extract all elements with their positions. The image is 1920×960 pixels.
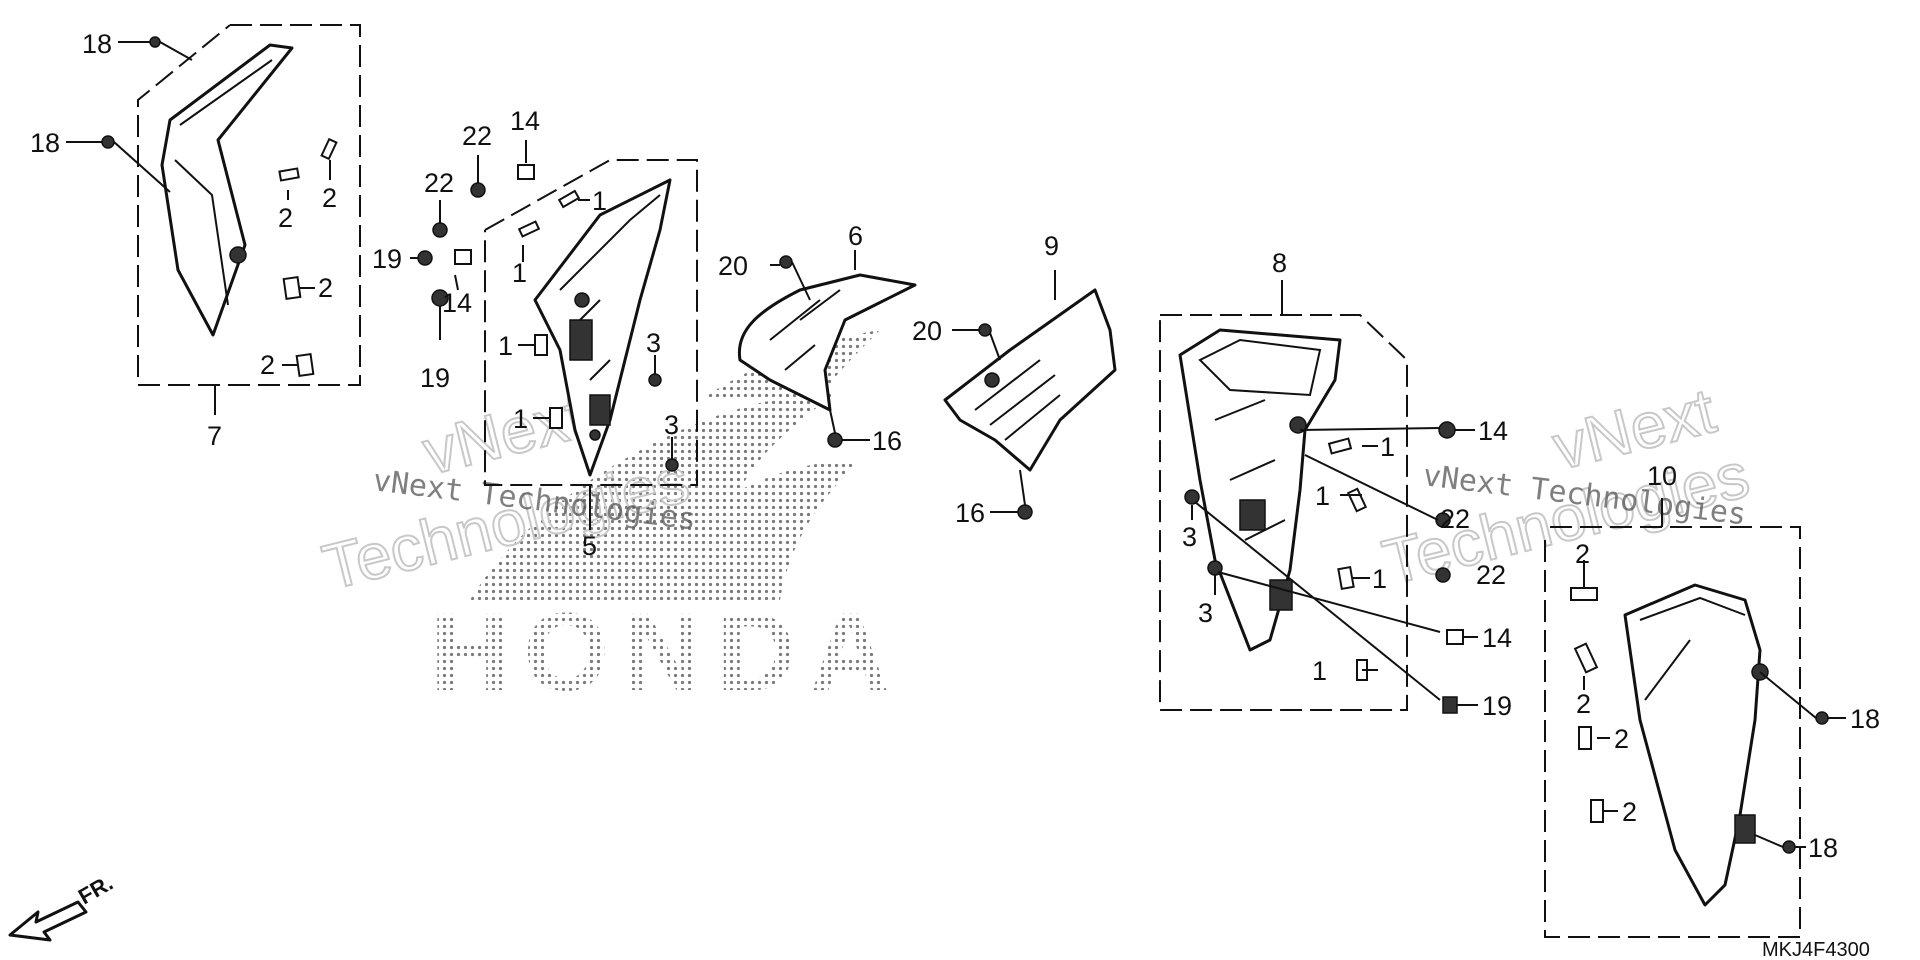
callout-3-b: 3 — [664, 410, 679, 440]
group-5-inner-cover — [417, 159, 698, 530]
callout-20-b: 20 — [912, 316, 942, 346]
group-8-right-inner-cover — [1159, 280, 1464, 714]
callout-7: 7 — [207, 421, 222, 451]
callout-1-g: 1 — [1372, 564, 1387, 594]
callout-18-b: 18 — [30, 128, 60, 158]
callout-18-d: 18 — [1808, 833, 1838, 863]
callout-19-b: 19 — [420, 363, 450, 393]
callout-2-b: 2 — [322, 183, 337, 213]
callout-2-h: 2 — [1622, 797, 1637, 827]
callout-10: 10 — [1647, 461, 1677, 491]
callout-9: 9 — [1044, 231, 1059, 261]
callout-3-d: 3 — [1198, 598, 1213, 628]
callout-3-a: 3 — [646, 328, 661, 358]
callout-2-a: 2 — [278, 203, 293, 233]
honda-logo-text: HONDA — [430, 591, 903, 714]
callout-1-e: 1 — [1380, 432, 1395, 462]
callout-1-b: 1 — [512, 258, 527, 288]
callout-3-c: 3 — [1182, 522, 1197, 552]
inner-cover-panel — [533, 178, 672, 477]
part-6-shroud — [737, 250, 917, 448]
front-arrow-icon — [8, 900, 88, 942]
callout-16-a: 16 — [872, 426, 902, 456]
callout-labels: 18 18 2 2 2 2 7 22 14 22 19 14 19 1 1 1 … — [30, 29, 1880, 863]
callout-19-c: 19 — [1482, 691, 1512, 721]
callout-18-c: 18 — [1850, 704, 1880, 734]
callout-22-b: 22 — [424, 168, 454, 198]
callout-14-c: 14 — [1478, 416, 1508, 446]
left-cover-panel — [160, 43, 294, 337]
callout-22-a: 22 — [462, 121, 492, 151]
callout-19-a: 19 — [372, 244, 402, 274]
callout-2-g: 2 — [1614, 724, 1629, 754]
callout-2-f: 2 — [1576, 689, 1591, 719]
callout-1-d: 1 — [513, 404, 528, 434]
diagram-code: MKJ4F4300 — [1762, 939, 1870, 960]
callout-14-b: 14 — [442, 288, 472, 318]
callout-20-a: 20 — [718, 251, 748, 281]
callout-18-a: 18 — [82, 29, 112, 59]
honda-wing-logo: HONDA — [430, 330, 903, 714]
group-10-right-cover — [1544, 498, 1829, 938]
callout-22-c: 22 — [1440, 504, 1470, 534]
inner-panel — [943, 288, 1117, 472]
callout-14-a: 14 — [510, 106, 540, 136]
callout-2-d: 2 — [260, 350, 275, 380]
callout-1-c: 1 — [498, 331, 513, 361]
callout-14-d: 14 — [1482, 623, 1512, 653]
front-direction-indicator: FR. — [8, 870, 117, 942]
part-9-inner-panel — [943, 270, 1117, 520]
callout-6: 6 — [848, 221, 863, 251]
leader-lines — [66, 41, 1846, 848]
right-cover-panel — [1623, 583, 1762, 907]
callout-22-d: 22 — [1476, 560, 1506, 590]
shroud-panel — [737, 273, 917, 412]
callout-2-e: 2 — [1575, 539, 1590, 569]
callout-5: 5 — [582, 531, 597, 561]
callout-16-b: 16 — [955, 498, 985, 528]
callout-1-h: 1 — [1312, 656, 1327, 686]
callout-8: 8 — [1272, 248, 1287, 278]
group-7-left-cover — [101, 24, 361, 415]
callout-1-a: 1 — [592, 186, 607, 216]
callout-2-c: 2 — [318, 273, 333, 303]
callout-1-f: 1 — [1315, 481, 1330, 511]
